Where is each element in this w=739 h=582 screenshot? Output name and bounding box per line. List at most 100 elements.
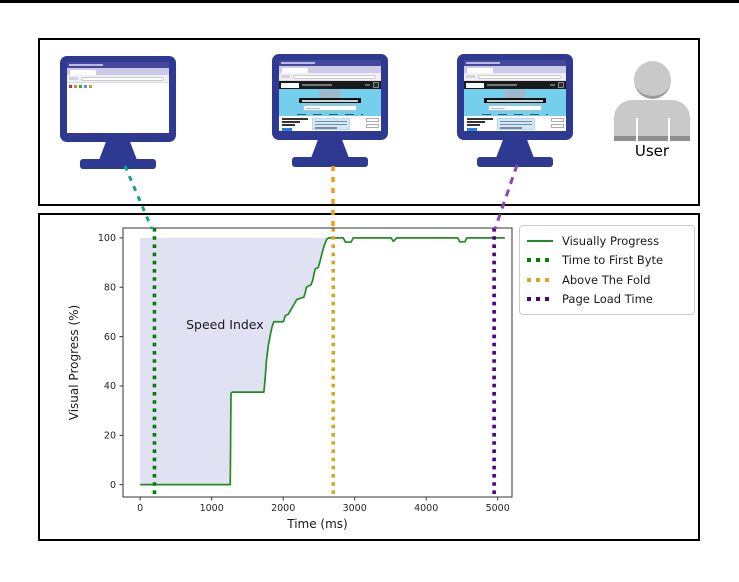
y-tick-label: 40 xyxy=(104,381,116,392)
monitor-1-base xyxy=(80,159,156,169)
user-figure: User xyxy=(604,58,700,196)
site-logo xyxy=(466,82,484,88)
site-nav-button xyxy=(558,82,564,88)
browser-nav-buttons xyxy=(281,75,290,78)
browser-bookmarks-bar xyxy=(67,83,169,89)
dotted-line-swatch xyxy=(527,258,554,263)
site-logo xyxy=(281,82,299,88)
site-navbar xyxy=(464,81,566,89)
user-icon-arm-line xyxy=(636,118,638,141)
monitor-2-stand xyxy=(311,140,349,158)
hero-search-box xyxy=(488,105,542,111)
y-tick-label: 100 xyxy=(98,233,116,244)
figure-top-border xyxy=(0,0,739,3)
monitor-2 xyxy=(272,54,390,168)
browser-titlebar xyxy=(279,60,381,66)
loading-stages-panel: User xyxy=(38,38,700,206)
solid-line-swatch xyxy=(527,239,554,242)
legend-label: Visually Progress xyxy=(562,233,660,248)
hero-search-box xyxy=(303,105,357,111)
y-axis-label: Visual Progress (%) xyxy=(67,305,81,420)
cloud-graphic xyxy=(504,90,526,98)
site-nav-link xyxy=(365,84,370,86)
plot-border xyxy=(122,227,513,498)
site-menu xyxy=(302,84,332,86)
x-tick-label: 5000 xyxy=(486,503,510,514)
browser-tab-strip xyxy=(464,66,566,73)
bookmark-icon xyxy=(79,84,82,88)
user-icon-belt xyxy=(614,136,690,141)
content-card-right xyxy=(497,118,535,130)
browser-address-bar xyxy=(464,73,566,81)
legend-item: Visually Progress xyxy=(527,231,686,251)
monitor-1-screen xyxy=(67,62,169,133)
hero-quick-links xyxy=(482,113,548,116)
y-tick-label: 80 xyxy=(104,283,116,294)
content-section xyxy=(279,116,381,131)
hero-quick-links xyxy=(297,113,363,116)
legend-label: Page Load Time xyxy=(562,292,653,307)
y-tick-label: 60 xyxy=(104,332,116,343)
legend-item: Time to First Byte xyxy=(527,251,686,271)
dotted-line-swatch xyxy=(527,297,554,302)
browser-titlebar xyxy=(67,62,169,68)
dotted-line-swatch xyxy=(527,277,554,282)
brand-mark xyxy=(282,127,292,131)
site-menu xyxy=(487,84,517,86)
monitor-3-base xyxy=(477,157,553,167)
visually-progress-line xyxy=(140,237,505,486)
monitor-2-base xyxy=(292,157,368,167)
form-field xyxy=(366,118,379,122)
x-tick-label: 2000 xyxy=(271,503,295,514)
cloud-graphic xyxy=(319,90,341,98)
site-navbar xyxy=(279,81,381,89)
y-tick-label: 0 xyxy=(110,480,116,491)
url-field xyxy=(81,76,164,81)
x-tick-label: 4000 xyxy=(414,503,438,514)
monitor-1 xyxy=(60,56,178,170)
legend-label: Time to First Byte xyxy=(562,253,664,268)
form-field xyxy=(551,124,564,128)
content-card-right xyxy=(312,118,350,130)
brand-mark xyxy=(467,127,477,131)
form-field xyxy=(366,124,379,128)
user-icon-body xyxy=(614,100,690,140)
content-card-left xyxy=(467,118,493,131)
monitor-3-stand xyxy=(496,140,534,158)
window-title-text xyxy=(281,61,315,64)
user-label: User xyxy=(634,142,670,160)
hero-section xyxy=(279,89,381,116)
monitor-2-screen xyxy=(279,60,381,131)
browser-address-bar xyxy=(279,73,381,81)
legend-label: Above The Fold xyxy=(562,272,651,287)
content-section xyxy=(464,116,566,131)
x-axis-label: Time (ms) xyxy=(286,517,348,531)
browser-nav-buttons xyxy=(69,77,78,80)
bookmark-icon xyxy=(74,84,77,88)
monitor-3 xyxy=(457,54,575,168)
browser-tab xyxy=(467,67,493,73)
legend-item: Above The Fold xyxy=(527,270,686,290)
bookmark-icon xyxy=(89,84,92,88)
legend-item: Page Load Time xyxy=(527,290,686,310)
browser-tab xyxy=(70,69,96,75)
browser-titlebar xyxy=(464,60,566,66)
user-icon-arm-line xyxy=(668,118,670,141)
browser-tab-strip xyxy=(279,66,381,73)
monitor-1-stand xyxy=(99,142,137,160)
browser-address-bar xyxy=(67,75,169,83)
url-field xyxy=(478,74,561,79)
x-tick-label: 0 xyxy=(137,503,143,514)
monitor-3-screen xyxy=(464,60,566,131)
x-tick-label: 1000 xyxy=(200,503,224,514)
speed-index-annotation: Speed Index xyxy=(186,317,264,332)
bookmark-icon xyxy=(84,84,87,88)
url-field xyxy=(293,74,376,79)
hero-headline-band xyxy=(484,98,546,103)
window-title-text xyxy=(69,63,103,66)
speed-index-area xyxy=(140,237,329,485)
